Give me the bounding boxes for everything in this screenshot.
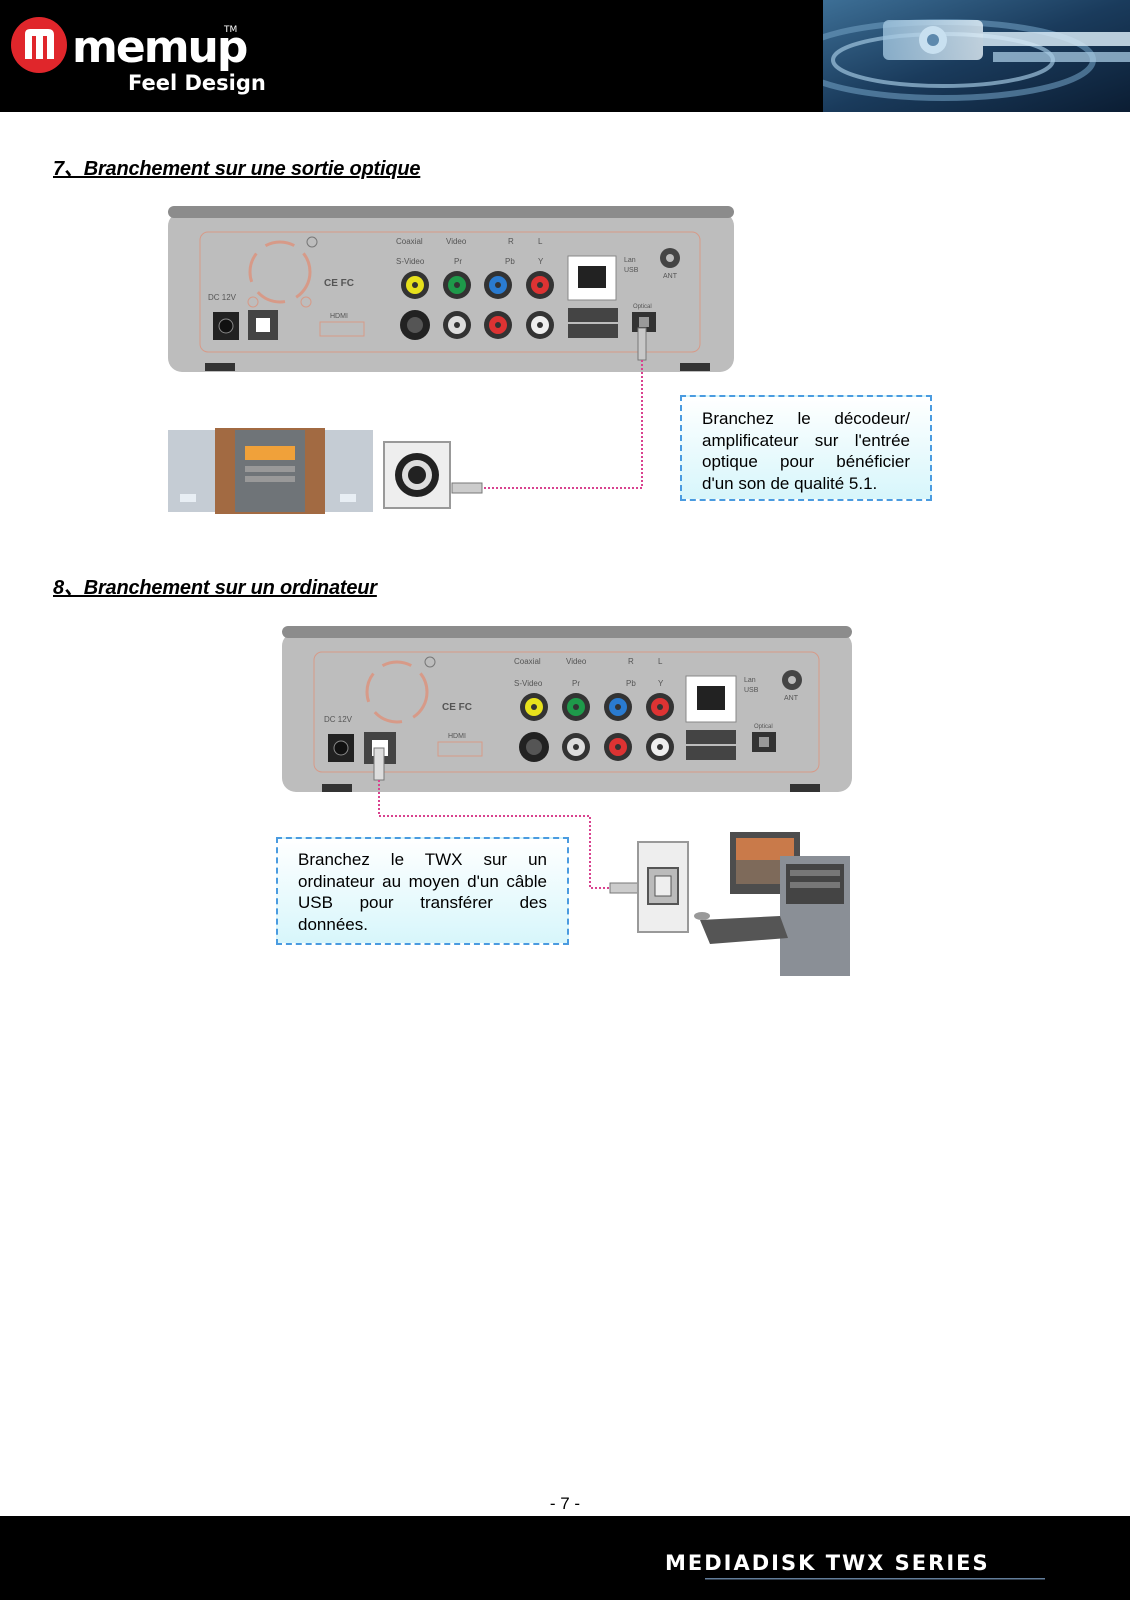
svg-text:Lan: Lan: [744, 677, 756, 684]
svg-text:HDMI: HDMI: [448, 733, 466, 740]
svg-text:Pr: Pr: [572, 679, 580, 688]
optical-cable: [482, 360, 643, 489]
svg-text:HDMI: HDMI: [330, 313, 348, 320]
svg-text:S-Video: S-Video: [396, 257, 425, 266]
svg-text:Video: Video: [566, 657, 587, 666]
svg-text:DC 12V: DC 12V: [208, 293, 237, 302]
header-hard-drive-image: [823, 0, 1130, 112]
svg-text:USB: USB: [744, 687, 759, 694]
svg-text:Pr: Pr: [454, 257, 462, 266]
svg-text:Y: Y: [538, 257, 544, 266]
svg-text:DC 12V: DC 12V: [324, 715, 353, 724]
optical-instruction-callout: Branchez le décodeur/ amplificateur sur …: [680, 395, 932, 501]
svg-text:R: R: [508, 237, 514, 246]
section-title-optical: 7、Branchement sur une sortie optique: [53, 158, 421, 180]
svg-text:Optical: Optical: [633, 304, 652, 310]
svg-text:Coaxial: Coaxial: [514, 657, 541, 666]
series-logo: MEDIADISK TWX SERIES: [665, 1551, 1045, 1580]
svg-text:R: R: [628, 657, 634, 666]
media-player-rear-panel: DC 12V CE FC HDMI Coaxial Video R L S-Vi…: [168, 206, 734, 372]
usb-port-icon: [637, 841, 689, 933]
brand-text: memup: [72, 22, 247, 73]
svg-text:Coaxial: Coaxial: [396, 237, 423, 246]
svg-text:ANT: ANT: [784, 695, 799, 702]
media-player-rear-panel-2: DC 12V CE FC HDMI Coaxial Video R L S-Vi…: [282, 626, 852, 792]
page-footer: MEDIADISK TWX SERIES: [0, 1516, 1130, 1600]
svg-text:USB: USB: [624, 267, 639, 274]
usb-instruction-callout: Branchez le TWX sur un ordinateur au moy…: [276, 837, 569, 945]
svg-text:CE FC: CE FC: [442, 702, 472, 713]
svg-text:S-Video: S-Video: [514, 679, 543, 688]
svg-text:Optical: Optical: [754, 724, 773, 730]
svg-text:L: L: [658, 657, 663, 666]
svg-text:Lan: Lan: [624, 257, 636, 264]
stereo-system-image: [168, 428, 373, 514]
page-number: - 7 -: [549, 1494, 581, 1513]
svg-text:L: L: [538, 237, 543, 246]
svg-text:TM: TM: [223, 25, 237, 35]
svg-text:ANT: ANT: [663, 273, 678, 280]
tagline-text: Feel Design: [128, 71, 266, 95]
svg-text:Y: Y: [658, 679, 664, 688]
series-text: MEDIADISK TWX SERIES: [665, 1551, 990, 1575]
section-title-computer: 8、Branchement sur un ordinateur: [53, 577, 377, 599]
svg-text:Video: Video: [446, 237, 467, 246]
svg-text:Pb: Pb: [505, 257, 515, 266]
page-header: memup TM Feel Design: [0, 0, 1130, 112]
svg-text:CE FC: CE FC: [324, 278, 354, 289]
memup-logo: memup TM Feel Design: [11, 17, 266, 95]
usb-cable: [378, 780, 610, 889]
computer-connection-diagram: DC 12V CE FC HDMI Coaxial Video R L S-Vi…: [282, 626, 852, 976]
svg-text:Pb: Pb: [626, 679, 636, 688]
optical-port-icon: [383, 441, 451, 509]
optical-connection-diagram: DC 12V CE FC HDMI Coaxial Video R L S-Vi…: [168, 206, 734, 514]
computer-image: [694, 832, 850, 976]
